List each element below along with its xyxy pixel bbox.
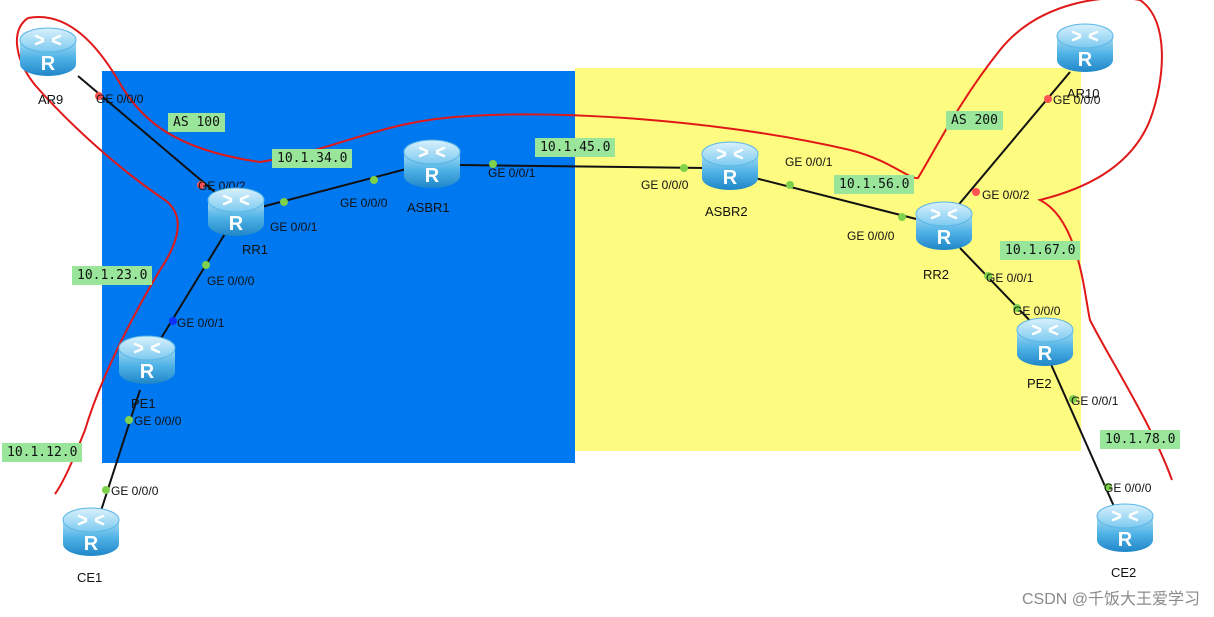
router-name-ce1: CE1 [77, 570, 103, 585]
router-pe1-icon[interactable]: R [117, 332, 177, 388]
red-annotation-stroke [27, 0, 1173, 481]
router-name-rr2: RR2 [923, 267, 950, 282]
router-name-ar9: AR9 [38, 92, 64, 107]
port-dot [972, 188, 980, 196]
port-label-rr2-ge001: GE 0/0/1 [986, 271, 1034, 285]
as100-label: AS 100 [168, 113, 225, 132]
router-rr2-icon[interactable]: R [914, 198, 974, 254]
router-asbr1-icon[interactable]: R [402, 136, 462, 192]
network-label-10-1-23-0: 10.1.23.0 [72, 266, 153, 285]
port-label-rr1-ge000: GE 0/0/0 [207, 274, 255, 288]
link-rr1-asbr1 [249, 167, 411, 211]
as200-label: AS 200 [946, 111, 1003, 130]
port-dot [1104, 483, 1112, 491]
port-dot [489, 160, 497, 168]
port-dot [1044, 95, 1052, 103]
router-name-pe2: PE2 [1027, 376, 1052, 391]
router-letter: R [1118, 529, 1133, 551]
port-label-rr2-ge002: GE 0/0/2 [982, 188, 1030, 202]
network-label-10-1-78-0: 10.1.78.0 [1100, 430, 1181, 449]
router-asbr2-icon[interactable]: R [700, 138, 760, 194]
router-letter: R [229, 213, 244, 235]
port-dot [680, 164, 688, 172]
port-label-ar9-ge000: GE 0/0/0 [96, 92, 144, 106]
router-ce2-icon[interactable]: R [1095, 500, 1155, 556]
link-rr2-pe2 [959, 247, 1036, 327]
router-name-ar10: AR10 [1067, 86, 1100, 101]
router-ar10-icon[interactable]: R [1055, 20, 1115, 76]
router-name-rr1: RR1 [242, 242, 269, 257]
router-letter: R [723, 167, 738, 189]
port-dot [280, 198, 288, 206]
network-label-10-1-56-0: 10.1.56.0 [834, 175, 915, 194]
port-label-rr1-ge001: GE 0/0/1 [270, 220, 318, 234]
watermark: CSDN @千饭大王爱学习 [1021, 591, 1200, 608]
port-label-pe2-ge000: GE 0/0/0 [1013, 304, 1061, 318]
router-name-ce2: CE2 [1111, 565, 1137, 580]
router-name-asbr1: ASBR1 [407, 200, 450, 215]
router-rr1-icon[interactable]: R [206, 184, 266, 240]
port-label-ce2-ge000: GE 0/0/0 [1104, 481, 1152, 495]
port-label-asbr2-ge000: GE 0/0/0 [641, 178, 689, 192]
port-label-ce1-ge000: GE 0/0/0 [111, 484, 159, 498]
port-dot [370, 176, 378, 184]
port-dot [202, 261, 210, 269]
router-letter: R [140, 361, 155, 383]
router-name-pe1: PE1 [131, 396, 156, 411]
port-dot [125, 416, 133, 424]
as200-area [575, 68, 1081, 451]
port-dot [984, 272, 992, 280]
port-dot [102, 486, 110, 494]
router-letter: R [1038, 343, 1053, 365]
network-label-10-1-12-0: 10.1.12.0 [2, 443, 83, 462]
router-letter: R [425, 165, 440, 187]
port-dot [786, 181, 794, 189]
router-letter: R [937, 227, 952, 249]
router-pe2-icon[interactable]: R [1015, 314, 1075, 370]
port-dot [169, 317, 177, 325]
port-dot [197, 181, 205, 189]
router-letter: R [84, 533, 99, 555]
port-dot [1013, 304, 1021, 312]
port-label-asbr1-ge000: GE 0/0/0 [340, 196, 388, 210]
network-label-10-1-67-0: 10.1.67.0 [1000, 241, 1081, 260]
port-dot [1069, 395, 1077, 403]
port-label-asbr1-ge001: GE 0/0/1 [488, 166, 536, 180]
network-label-10-1-45-0: 10.1.45.0 [535, 138, 616, 157]
router-letter: R [41, 53, 56, 75]
router-ce1-icon[interactable]: R [61, 504, 121, 560]
port-label-asbr2-ge001: GE 0/0/1 [785, 155, 833, 169]
port-label-pe1-ge000: GE 0/0/0 [134, 414, 182, 428]
port-dot [95, 92, 103, 100]
port-label-rr2-ge000: GE 0/0/0 [847, 229, 895, 243]
port-label-pe1-ge001: GE 0/0/1 [177, 316, 225, 330]
link-pe2-ce2 [1049, 361, 1121, 521]
port-label-pe2-ge001: GE 0/0/1 [1071, 394, 1119, 408]
red-annotation-stroke [15, 17, 179, 495]
link-pe1-ce1 [97, 389, 141, 521]
router-letter: R [1078, 49, 1093, 71]
router-ar9-icon[interactable]: R [18, 24, 78, 80]
router-name-asbr2: ASBR2 [705, 204, 748, 219]
network-label-10-1-34-0: 10.1.34.0 [272, 149, 353, 168]
port-dot [898, 213, 906, 221]
as100-area [102, 71, 575, 463]
link-asbr1-asbr2 [459, 164, 706, 169]
port-label-ar10-ge000: GE 0/0/0 [1053, 93, 1101, 107]
